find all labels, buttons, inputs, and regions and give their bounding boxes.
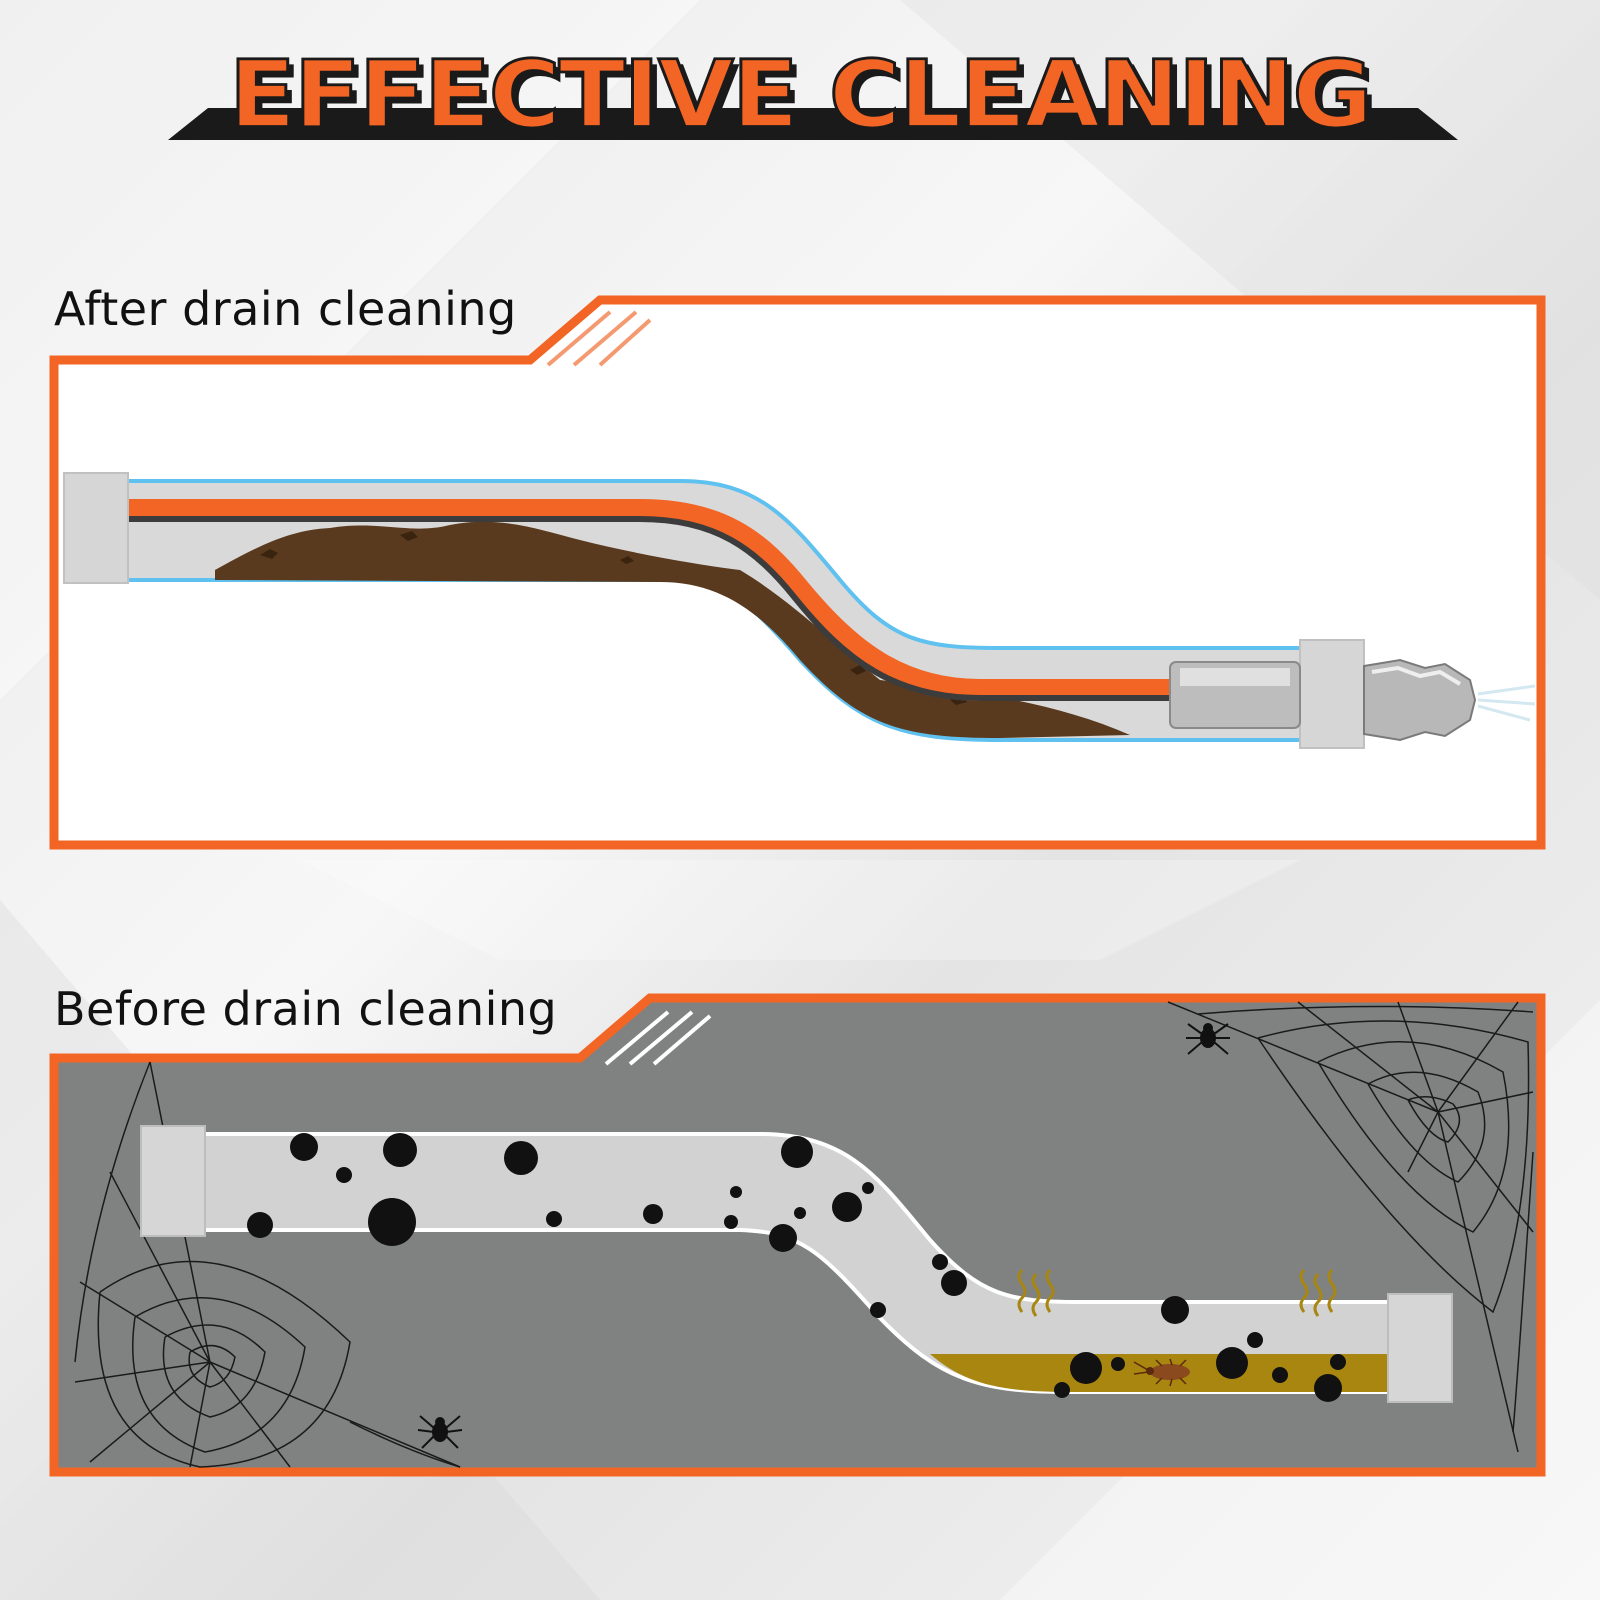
slash-decoration — [546, 310, 652, 367]
hose — [125, 499, 1175, 701]
title-banner: EFFECTIVE CLEANING — [0, 0, 1600, 160]
after-panel — [49, 295, 1546, 850]
pipe-end-cap-left — [140, 1125, 206, 1237]
odor-wave-icon — [1299, 1268, 1337, 1317]
nozzle-icon — [1169, 658, 1536, 742]
clean-pipe — [63, 472, 1365, 749]
pipe-end-cap-right — [1387, 1293, 1453, 1403]
odor-wave-icon — [1017, 1268, 1055, 1317]
title-underline-bar — [168, 108, 1458, 140]
spider-icon — [417, 1023, 1230, 1449]
spider-web-icon — [74, 1001, 1534, 1468]
page-title: EFFECTIVE CLEANING — [227, 39, 1374, 150]
cockroach-icon — [1133, 1358, 1190, 1387]
before-panel-label: Before drain cleaning — [54, 982, 558, 1036]
pipe-end-cap-left — [63, 472, 129, 584]
after-panel-label: After drain cleaning — [54, 282, 517, 336]
dirt-spots — [247, 1133, 1346, 1402]
slash-decoration — [604, 1010, 712, 1066]
dirty-pipe — [140, 1125, 1453, 1403]
